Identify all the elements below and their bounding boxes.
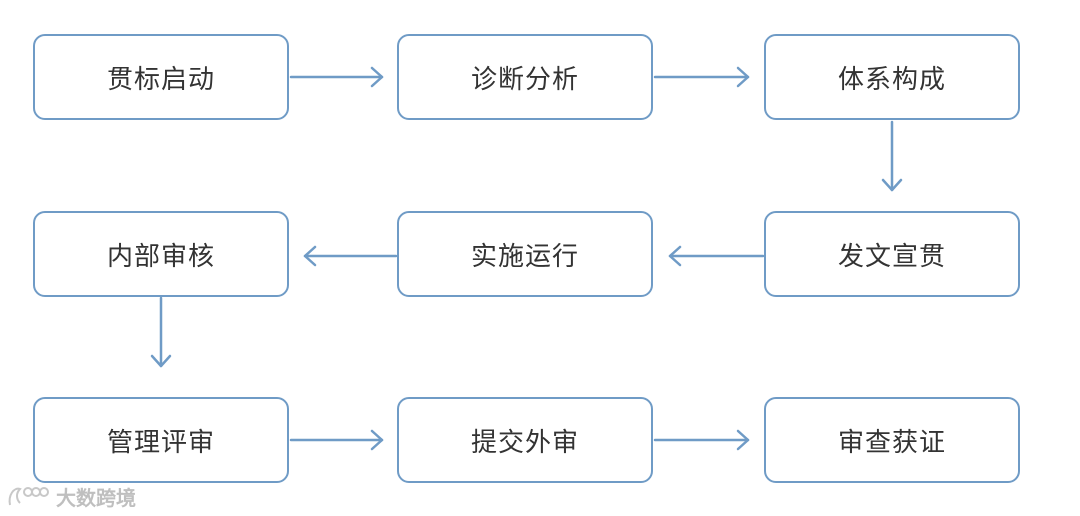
node-review-certification: 审查获证 (764, 397, 1020, 483)
watermark-text: 大数跨境 (56, 485, 136, 510)
node-submit-external-audit: 提交外审 (397, 397, 653, 483)
arrow-down-internal-audit-to-management-review (150, 296, 172, 368)
node-management-review: 管理评审 (33, 397, 289, 483)
arrow-right-management-review-to-submit (289, 429, 384, 451)
node-label: 发文宣贯 (837, 241, 946, 272)
node-certification-start: 贯标启动 (33, 34, 289, 120)
node-label: 实施运行 (470, 241, 579, 272)
node-label: 提交外审 (470, 427, 579, 458)
node-diagnosis-analysis: 诊断分析 (397, 34, 653, 120)
node-internal-audit: 内部审核 (33, 211, 289, 297)
node-system-construction: 体系构成 (764, 34, 1020, 120)
node-label: 诊断分析 (470, 64, 579, 95)
node-label: 审查获证 (837, 427, 946, 458)
watermark: 大数跨境 (6, 482, 136, 510)
node-label: 贯标启动 (106, 64, 215, 95)
arrow-left-implementation-to-internal-audit (303, 245, 398, 267)
node-label: 体系构成 (837, 64, 946, 95)
arrow-right-diagnosis-to-system (653, 66, 750, 88)
watermark-logo-icon (8, 487, 49, 506)
arrow-down-system-to-publish (881, 120, 903, 192)
arrow-right-submit-to-certification (653, 429, 750, 451)
arrow-left-publish-to-implementation (668, 245, 765, 267)
node-label: 内部审核 (106, 241, 215, 272)
arrow-right-start-to-diagnosis (289, 66, 384, 88)
node-label: 管理评审 (106, 427, 215, 458)
node-publish-promote: 发文宣贯 (764, 211, 1020, 297)
node-implementation: 实施运行 (397, 211, 653, 297)
